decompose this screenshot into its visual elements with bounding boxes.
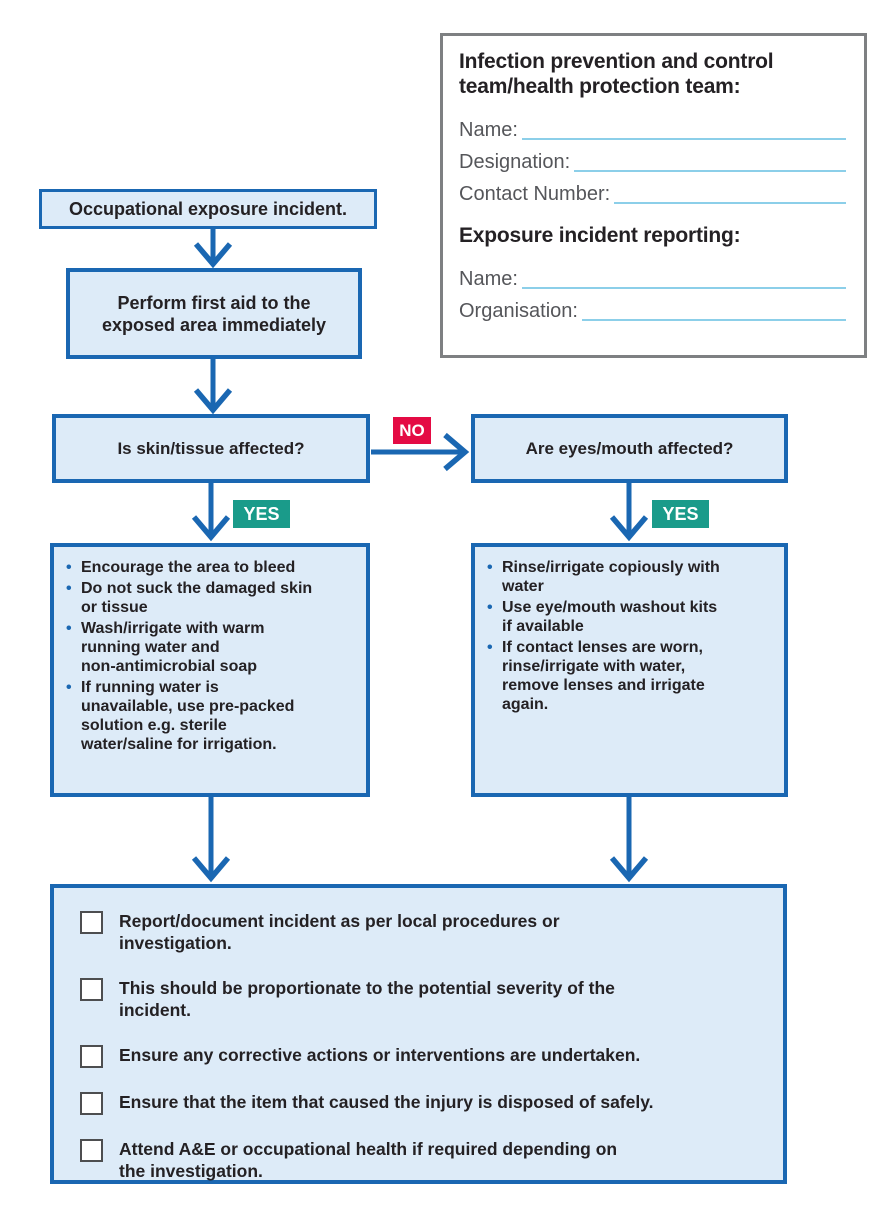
action-text: Rinse/irrigate copiously with water [502,559,720,595]
checkbox[interactable] [80,911,103,934]
action-text: If contact lenses are worn, rinse/irriga… [502,639,705,713]
no-badge: NO [393,417,431,444]
action-item: Encourage the area to bleed [64,558,360,577]
arrow-down-icon [191,797,231,883]
checkbox[interactable] [80,1139,103,1162]
flow-box-question-eyes: Are eyes/mouth affected? [471,414,788,483]
field-label: Name: [459,268,518,290]
action-item: Do not suck the damaged skin or tissue [64,579,360,617]
contact-number-input-line[interactable] [614,180,846,204]
checklist-item: Attend A&E or occupational health if req… [80,1138,759,1182]
action-item: If contact lenses are worn, rinse/irriga… [485,638,778,714]
yes-badge: YES [233,500,290,528]
arrow-down-icon [191,483,231,542]
flow-box-question-skin: Is skin/tissue affected? [52,414,370,483]
field-row-name: Name: [459,111,846,143]
checklist-text: This should be proportionate to the pote… [119,978,615,1020]
info-fields-group-1: Name: Designation: Contact Number: [459,111,846,207]
field-label: Organisation: [459,300,578,322]
action-text: Encourage the area to bleed [81,559,296,576]
flow-box-first-aid: Perform first aid to the exposed area im… [66,268,362,359]
action-text: Use eye/mouth washout kits if available [502,599,718,635]
checklist-item: Report/document incident as per local pr… [80,910,759,954]
checklist-item: Ensure that the item that caused the inj… [80,1091,759,1115]
field-row-organisation: Organisation: [459,292,846,324]
field-label: Designation: [459,151,571,173]
info-panel-title: Infection prevention and control team/he… [459,50,774,98]
checklist-text: Ensure any corrective actions or interve… [119,1045,641,1065]
action-text: If running water is unavailable, use pre… [81,679,295,753]
field-label: Name: [459,119,518,141]
eyes-actions-list: Rinse/irrigate copiously with water Use … [485,558,778,714]
arrow-down-icon [193,229,233,269]
designation-input-line[interactable] [574,148,846,172]
field-row-contact-number: Contact Number: [459,175,846,207]
action-item: Rinse/irrigate copiously with water [485,558,778,596]
checkbox[interactable] [80,1092,103,1115]
checkbox[interactable] [80,978,103,1001]
checklist-text: Attend A&E or occupational health if req… [119,1139,618,1181]
action-item: Wash/irrigate with warm running water an… [64,619,360,676]
checklist-text: Ensure that the item that caused the inj… [119,1092,654,1112]
field-label: Contact Number: [459,183,611,205]
eyes-actions-box: Rinse/irrigate copiously with water Use … [471,543,788,797]
reporting-name-input-line[interactable] [521,265,846,289]
arrow-down-icon [193,359,233,415]
organisation-input-line[interactable] [581,297,846,321]
checklist-item: This should be proportionate to the pote… [80,977,759,1021]
checklist-text: Report/document incident as per local pr… [119,911,560,953]
arrow-down-icon [609,797,649,883]
field-row-reporting-name: Name: [459,260,846,292]
action-text: Wash/irrigate with warm running water an… [81,620,265,675]
yes-badge: YES [652,500,709,528]
name-input-line[interactable] [521,116,846,140]
action-item: Use eye/mouth washout kits if available [485,598,778,636]
checkbox[interactable] [80,1045,103,1068]
arrow-down-icon [609,483,649,542]
contact-info-panel: Infection prevention and control team/he… [440,33,867,358]
action-item: If running water is unavailable, use pre… [64,678,360,754]
info-fields-group-2: Name: Organisation: [459,260,846,324]
action-text: Do not suck the damaged skin or tissue [81,580,313,616]
arrow-right-icon [371,432,470,472]
skin-actions-list: Encourage the area to bleed Do not suck … [64,558,360,754]
follow-up-checklist-box: Report/document incident as per local pr… [50,884,787,1184]
info-panel-subtitle: Exposure incident reporting: [459,224,741,247]
field-row-designation: Designation: [459,143,846,175]
flow-box-incident: Occupational exposure incident. [39,189,377,229]
checklist-item: Ensure any corrective actions or interve… [80,1044,759,1068]
skin-actions-box: Encourage the area to bleed Do not suck … [50,543,370,797]
